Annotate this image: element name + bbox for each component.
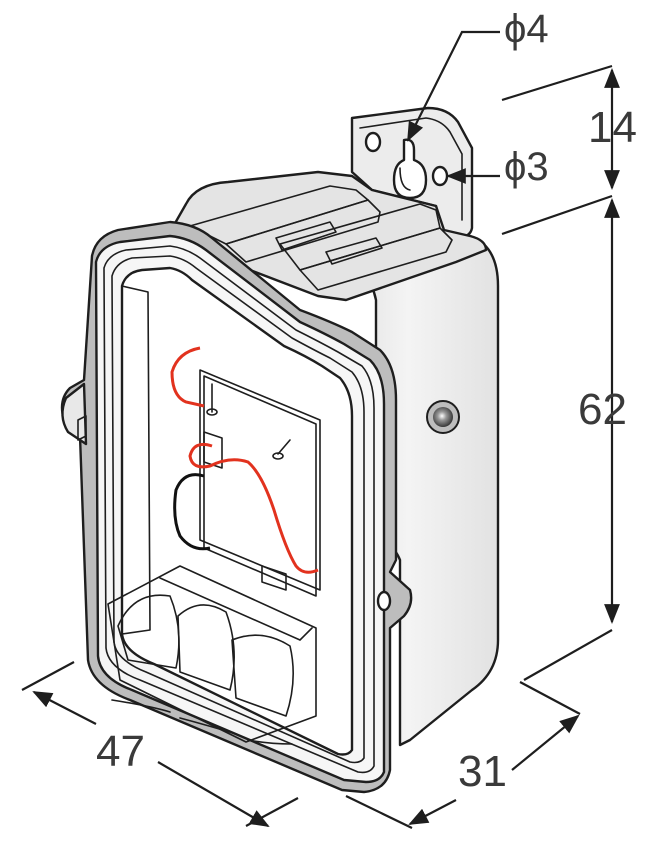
mounting-bracket-inner	[359, 117, 463, 221]
side-hole	[376, 590, 392, 612]
top-rail-1	[189, 185, 369, 245]
gasket-groove-2	[111, 255, 365, 764]
label-width-47: 47	[96, 727, 145, 776]
terminal-plate	[203, 375, 317, 597]
ext-line-bottom	[523, 629, 613, 681]
terminal-ridge-1	[117, 594, 180, 669]
terminal-ridge-3	[231, 634, 294, 717]
label-height-14: 14	[588, 103, 637, 152]
ext-line-depth-right	[519, 681, 581, 715]
mount-post-1	[206, 383, 218, 416]
leader-phi4	[407, 30, 500, 142]
terminal-ridge-2	[177, 604, 235, 691]
top-rail-2	[225, 199, 381, 263]
dim-arrow-31a	[408, 799, 457, 825]
wire-red-main	[188, 442, 319, 574]
label-height-62: 62	[578, 385, 627, 434]
top-rail-3	[279, 203, 441, 271]
connector-block-upper	[203, 431, 223, 469]
connector-block-lower	[261, 565, 287, 591]
inner-back-panel	[199, 369, 321, 591]
label-phi4: ϕ4	[504, 7, 549, 51]
inner-wall-left	[121, 285, 151, 635]
ext-line-width-left	[21, 661, 75, 691]
dim-arrow-47b	[157, 761, 270, 827]
ext-line-top	[501, 64, 613, 102]
bracket-hole-left	[364, 131, 382, 153]
wire-red-top	[170, 346, 205, 408]
side-clip	[61, 382, 88, 446]
gasket-groove-1	[103, 245, 375, 774]
dim-arrow-47a	[32, 691, 97, 725]
label-phi3: ϕ3	[504, 145, 549, 189]
top-rail-4	[299, 227, 453, 291]
bracket-hole-right	[431, 165, 449, 187]
mount-post-2	[272, 439, 291, 460]
ext-line-mid	[501, 194, 613, 236]
dim-arrow-31b	[511, 714, 580, 771]
ext-line-depth-left	[345, 795, 413, 829]
wire-black	[173, 473, 211, 551]
terminal-tray	[107, 565, 317, 743]
label-depth-31: 31	[458, 747, 507, 796]
ext-line-width-right	[245, 797, 299, 827]
